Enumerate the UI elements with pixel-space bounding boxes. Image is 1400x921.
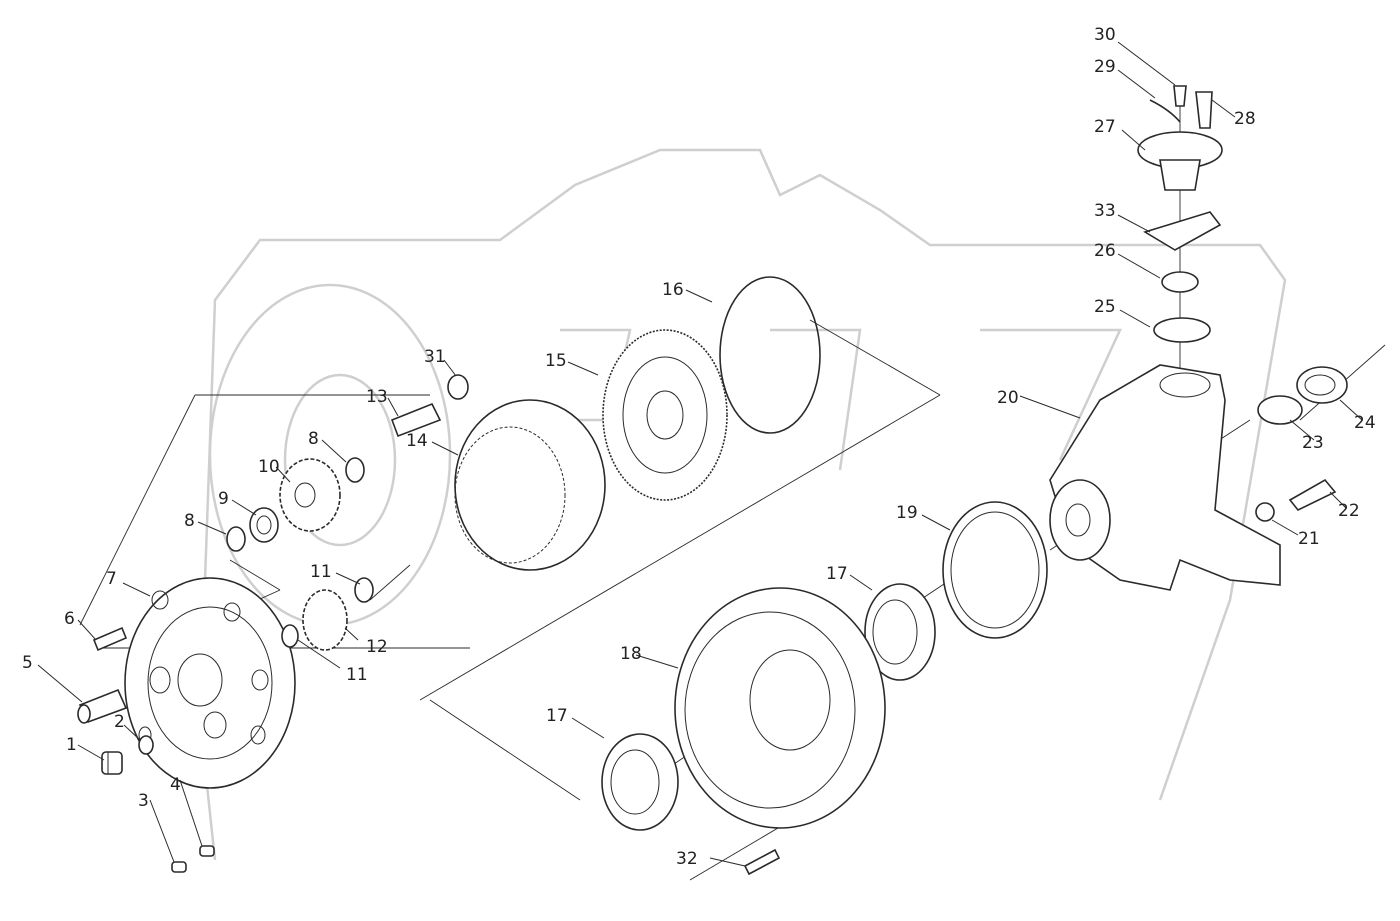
callout-3: 3 <box>138 791 149 811</box>
shaft-part-5 <box>77 688 128 724</box>
planet-gear-part-10 <box>279 458 341 532</box>
bearing-part-17-upper <box>864 583 936 681</box>
seal-ring-part-19 <box>942 501 1048 639</box>
bearing-part-24 <box>1296 366 1348 404</box>
needle-bearing-part-9 <box>249 507 279 543</box>
bolt-part-22 <box>1288 478 1337 511</box>
callout-25: 25 <box>1094 297 1116 317</box>
callout-19: 19 <box>896 503 918 523</box>
planet-gear-part-12 <box>302 589 348 651</box>
thrust-washer-part-8 <box>226 526 246 552</box>
callout-10: 10 <box>258 457 280 477</box>
washer-part-2 <box>138 735 154 755</box>
callout-8-lower: 8 <box>184 511 195 531</box>
callout-labels: 30 29 28 27 33 26 25 24 23 20 22 21 16 1… <box>22 25 1376 869</box>
callout-18: 18 <box>620 644 642 664</box>
washer-part-31 <box>447 374 469 400</box>
shim-part-33 <box>1143 211 1222 251</box>
callout-11-lower: 11 <box>346 665 368 685</box>
callout-15: 15 <box>545 351 567 371</box>
ring-gear-hub-part-15 <box>602 329 728 501</box>
callout-28: 28 <box>1234 109 1256 129</box>
cover-part-27 <box>1137 131 1223 191</box>
snap-ring-part-11-lower <box>281 624 299 648</box>
callout-16: 16 <box>662 280 684 300</box>
callout-22: 22 <box>1338 501 1360 521</box>
callout-32: 32 <box>676 849 698 869</box>
callout-6: 6 <box>64 609 75 629</box>
drain-plug-part-1 <box>101 751 123 775</box>
callout-8-upper: 8 <box>308 429 319 449</box>
planet-shaft-part-13 <box>390 402 442 438</box>
callout-12: 12 <box>366 637 388 657</box>
bolt-part-6 <box>92 626 128 652</box>
callout-17-upper: 17 <box>826 564 848 584</box>
callout-14: 14 <box>406 431 428 451</box>
nut-part-21 <box>1255 502 1275 522</box>
callout-13: 13 <box>366 387 388 407</box>
callout-29: 29 <box>1094 57 1116 77</box>
callout-31: 31 <box>424 347 446 367</box>
callout-4: 4 <box>170 775 181 795</box>
snap-ring-part-11 <box>354 577 374 603</box>
callout-11-upper: 11 <box>310 562 332 582</box>
callout-26: 26 <box>1094 241 1116 261</box>
grease-nipple-part-30 <box>1173 85 1187 107</box>
callout-5: 5 <box>22 653 33 673</box>
callout-21: 21 <box>1298 529 1320 549</box>
callout-17-lower: 17 <box>546 706 568 726</box>
callout-23: 23 <box>1302 433 1324 453</box>
callout-33: 33 <box>1094 201 1116 221</box>
bushing-part-23 <box>1257 395 1303 425</box>
seal-part-25 <box>1153 317 1211 343</box>
callout-7: 7 <box>106 569 117 589</box>
callout-20: 20 <box>997 388 1019 408</box>
callout-9: 9 <box>218 489 229 509</box>
wheel-hub-part-18 <box>674 587 886 829</box>
callout-30: 30 <box>1094 25 1116 45</box>
stud-part-32 <box>743 848 781 876</box>
thrust-washer-part-8-upper <box>345 457 365 483</box>
lock-wire-part-29 <box>1149 99 1181 123</box>
pin-part-3 <box>171 861 187 873</box>
callout-2: 2 <box>114 712 125 732</box>
steering-knuckle-part-20 <box>1049 364 1281 591</box>
pin-part-4 <box>199 845 215 857</box>
bushing-part-26 <box>1161 271 1199 293</box>
callout-leaders <box>37 41 1363 867</box>
ring-gear-part-14 <box>454 399 606 571</box>
seal-part-17-lower <box>601 733 679 831</box>
bolt-part-28 <box>1195 91 1213 129</box>
callout-27: 27 <box>1094 117 1116 137</box>
callout-24: 24 <box>1354 413 1376 433</box>
callout-1: 1 <box>66 735 77 755</box>
planet-carrier-part-7 <box>124 577 296 789</box>
retaining-ring-part-16 <box>719 276 821 434</box>
